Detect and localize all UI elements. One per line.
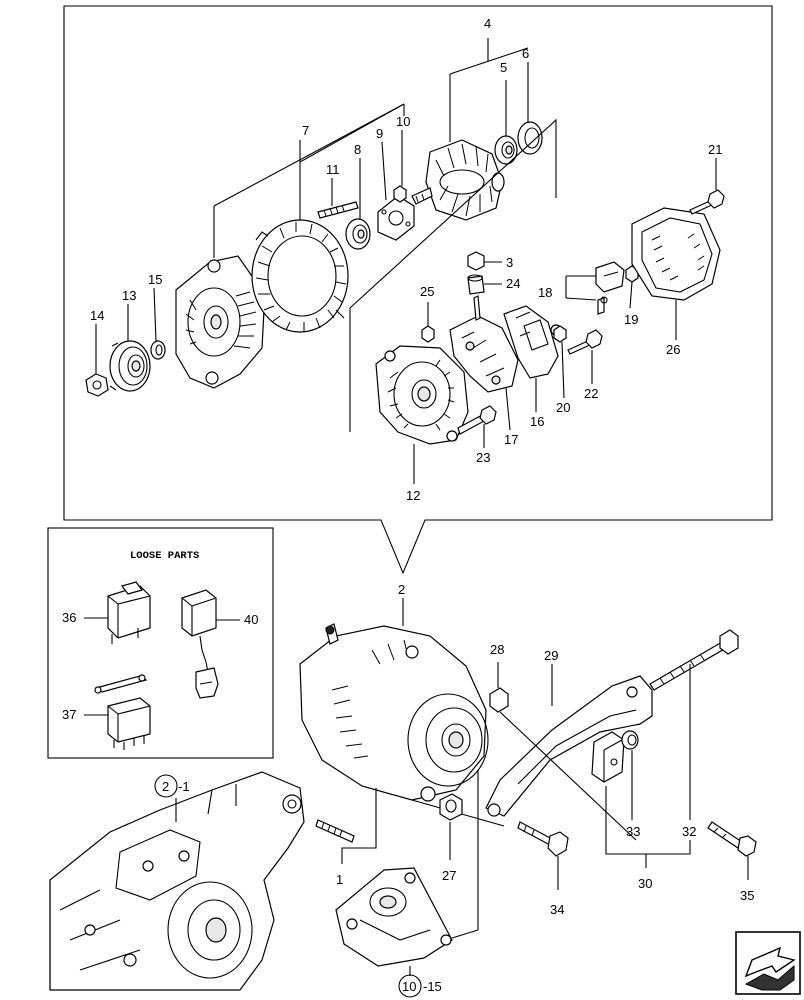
bracket-29-part [485,675,653,817]
next-page-arrow-icon[interactable] [735,931,801,995]
label-2: 2 [398,582,405,597]
rear-cover-26-part [631,207,721,301]
label-34: 34 [550,902,564,917]
loose-parts-box [47,527,274,759]
nut-27-part [439,793,463,821]
label-35: 35 [740,888,754,903]
engine-gear-case [49,771,305,991]
label-22: 22 [584,386,598,401]
retainer-9-part [377,195,415,241]
label-1: 1 [336,872,343,887]
regulator-16-part [503,305,562,379]
bolt-35-part [707,821,757,857]
label-33: 33 [626,824,640,839]
label-16: 16 [530,414,544,429]
mounting-bracket-part [335,867,453,967]
nut-3-part [467,251,485,271]
pulley-13-part [109,340,151,392]
label-13: 13 [122,288,136,303]
bracket-reference: 10 -15 [398,974,442,998]
label-5: 5 [500,60,507,75]
label-26: 26 [666,342,680,357]
label-19: 19 [624,312,638,327]
label-12: 12 [406,488,420,503]
washer-33-part [621,730,639,750]
stator-7-part [251,219,349,333]
label-24: 24 [506,276,520,291]
label-7: 7 [302,123,309,138]
screw-10-part [393,185,407,203]
bolt-32-part [649,629,739,691]
label-9: 9 [376,126,383,141]
engine-ref-number: 2 [162,779,169,794]
label-3: 3 [506,255,513,270]
label-36: 36 [62,610,76,625]
block-33-part [591,731,625,783]
nut-19-part [625,265,639,283]
bolt-23-part [457,405,497,435]
label-30: 30 [638,876,652,891]
label-10: 10 [396,114,410,129]
terminal-18-part [595,261,625,315]
relay-36-part [107,581,151,644]
label-21: 21 [708,142,722,157]
engine-reference: 2 -1 [154,774,190,822]
nut-14-part [85,373,109,397]
front-housing-part [175,255,265,389]
cover-6-part [517,121,543,155]
label-32: 32 [682,824,696,839]
stud-11-part [317,201,359,219]
bolt-34-part [517,821,569,857]
nut-20-part [553,325,567,343]
relay-40-part [181,589,219,699]
insulator-24-part [467,274,485,295]
label-17: 17 [504,432,518,447]
stud-1-part [315,819,355,843]
bearing-5-part [494,135,518,165]
label-14: 14 [90,308,104,323]
rectifier-17-part [449,295,519,393]
relay-37-part [94,674,151,750]
label-20: 20 [556,400,570,415]
exploded-view-frame [63,5,773,575]
label-11: 11 [326,162,340,177]
rotor-4-part [411,139,505,221]
bracket-ref-suffix: -15 [423,979,442,994]
rear-housing-12-part [375,345,469,445]
bracket-ref-number: 10 [402,979,416,994]
loose-parts-title: LOOSE PARTS [130,550,199,562]
label-23: 23 [476,450,490,465]
label-25: 25 [420,284,434,299]
label-4: 4 [484,16,491,31]
screw-21-part [689,189,725,215]
bearing-8-part [345,218,371,250]
spacer-28-part [489,687,509,713]
label-18: 18 [538,285,552,300]
bolt-22-part [567,329,603,355]
label-40: 40 [244,612,258,627]
label-29: 29 [544,648,558,663]
label-15: 15 [148,272,162,287]
alternator-2-part [299,623,489,802]
label-27: 27 [442,868,456,883]
label-28: 28 [490,642,504,657]
label-6: 6 [522,46,529,61]
spacer-15-part [150,340,166,360]
label-8: 8 [354,142,361,157]
nut-25-part [421,325,435,343]
label-37: 37 [62,707,76,722]
engine-ref-suffix: -1 [178,779,190,794]
